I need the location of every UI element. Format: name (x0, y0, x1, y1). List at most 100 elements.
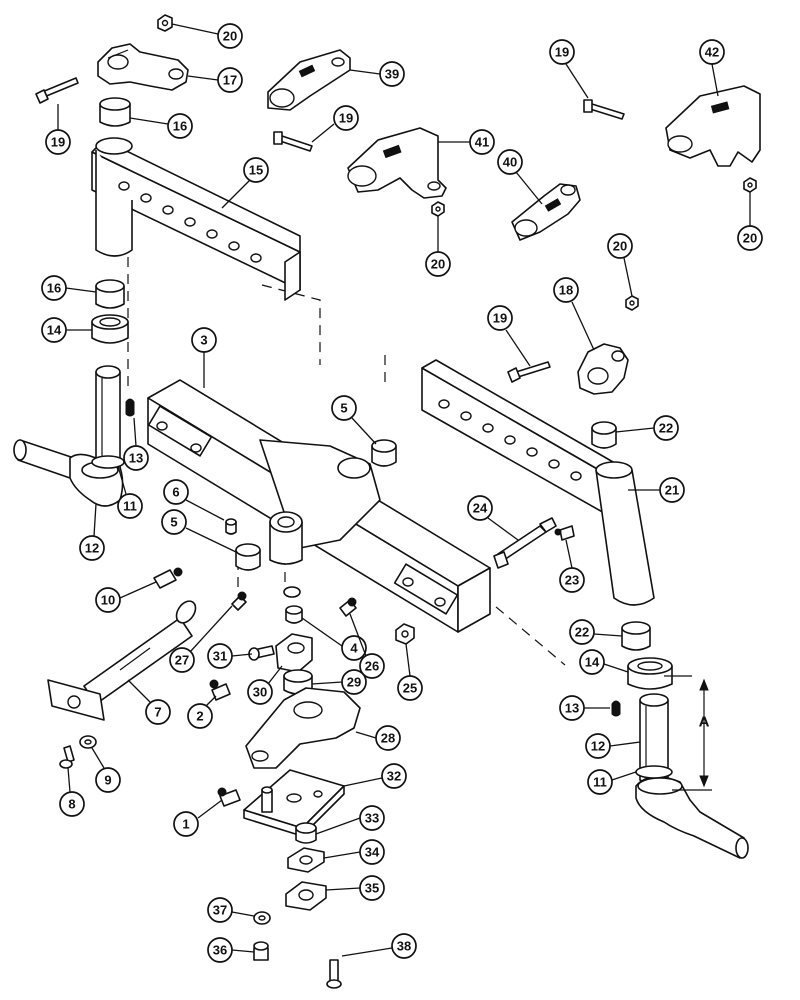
part-28-steering-arm (245, 687, 361, 769)
callout-16b-label: 16 (47, 281, 61, 296)
callout-29 (341, 669, 367, 695)
callout-4-label: 4 (350, 641, 358, 656)
part-5-bushing-right (371, 439, 397, 467)
part-5-bushing-left (235, 543, 261, 571)
part-33-bushing (295, 822, 317, 844)
callout-23-label: 23 (565, 573, 579, 588)
callout-22a (653, 415, 679, 441)
part-17-bracket (97, 43, 189, 91)
callout-19a (45, 129, 71, 155)
callout-40 (497, 149, 523, 175)
callout-31 (207, 643, 233, 669)
callout-14b-label: 14 (585, 655, 600, 670)
callout-30-label: 30 (253, 685, 267, 700)
callout-11a (117, 493, 143, 519)
callout-20d-label: 20 (613, 239, 627, 254)
callout-13b (559, 695, 585, 721)
callout-26 (359, 653, 385, 679)
callout-38 (391, 933, 417, 959)
callout-22a-label: 22 (659, 421, 673, 436)
part-22-bushing-lower-right (621, 621, 651, 651)
callout-20b (425, 251, 451, 277)
callout-8 (59, 791, 85, 817)
part-16-bushing-top (99, 97, 131, 127)
callout-14a (41, 317, 67, 343)
part-35-cover (285, 881, 327, 911)
callout-16b (41, 275, 67, 301)
part-23-grease-fitting (554, 525, 575, 541)
callout-1-label: 1 (182, 817, 189, 832)
dimension-a: A (664, 675, 712, 791)
callout-33 (359, 805, 385, 831)
callout-19b-label: 19 (339, 111, 353, 126)
callout-6 (163, 479, 189, 505)
callout-27-label: 27 (175, 653, 189, 668)
callout-34 (359, 839, 385, 865)
callout-39-label: 39 (385, 67, 399, 82)
part-41-bracket (347, 127, 447, 199)
callout-5a-label: 5 (340, 401, 347, 416)
part-32-plate (243, 769, 345, 837)
callout-16a-label: 16 (173, 119, 187, 134)
part-40-bracket (511, 183, 581, 241)
part-20-nut-right (743, 177, 757, 193)
part-19-bolt-right (583, 99, 625, 120)
callout-28-label: 28 (381, 731, 395, 746)
callout-23 (559, 567, 585, 593)
callout-28 (375, 725, 401, 751)
callout-7-label: 7 (154, 705, 161, 720)
part-7-pivot-pin (47, 600, 197, 721)
callout-5a (331, 395, 357, 421)
callout-38-label: 38 (397, 939, 411, 954)
callout-2 (187, 703, 213, 729)
callout-20c-label: 20 (743, 231, 757, 246)
callout-33-label: 33 (365, 811, 379, 826)
callout-35 (359, 875, 385, 901)
callout-20a (217, 23, 243, 49)
callout-13a (123, 445, 149, 471)
part-14-seal-left (91, 314, 129, 344)
callout-9 (95, 767, 121, 793)
callout-40-label: 40 (503, 155, 517, 170)
part-11-washer-left (91, 455, 125, 469)
callout-22b (569, 619, 595, 645)
callout-41-label: 41 (475, 135, 489, 150)
callout-1 (173, 811, 199, 837)
part-19-bolt-left (35, 77, 79, 104)
part-21-axle-extension-right (421, 359, 655, 606)
callout-37-label: 37 (213, 903, 227, 918)
part-13-key-left (125, 398, 135, 417)
part-22-bushing-upper-right (591, 421, 617, 449)
part-30-clamp (275, 633, 313, 673)
part-18-bracket (577, 343, 629, 395)
callout-17 (217, 67, 243, 93)
callout-27 (169, 647, 195, 673)
callout-32 (381, 763, 407, 789)
callout-3-label: 3 (200, 333, 207, 348)
part-19-bolt-18group (507, 361, 551, 383)
part-42-bracket (665, 85, 761, 167)
callout-29-label: 29 (347, 675, 361, 690)
callout-30 (247, 679, 273, 705)
part-20-nut-18group (625, 295, 639, 311)
part-6-bushing-small (225, 518, 237, 535)
part-8-bolt (59, 745, 75, 769)
callout-17-label: 17 (223, 73, 237, 88)
part-16-bushing-lower (95, 279, 125, 309)
callout-42-label: 42 (705, 45, 719, 60)
part-19-bolt-mid (273, 131, 313, 152)
callout-21-label: 21 (665, 483, 679, 498)
callout-9-label: 9 (104, 773, 111, 788)
callout-8-label: 8 (68, 797, 75, 812)
callout-25-label: 25 (403, 681, 417, 696)
callout-20a-label: 20 (223, 29, 237, 44)
callout-6-label: 6 (172, 485, 179, 500)
callout-18 (553, 277, 579, 303)
callout-37 (207, 897, 233, 923)
callout-14b (579, 649, 605, 675)
callout-19d-label: 19 (493, 311, 507, 326)
callout-19c-label: 19 (555, 45, 569, 60)
callout-19b (333, 105, 359, 131)
part-pivot-boss (269, 511, 303, 565)
